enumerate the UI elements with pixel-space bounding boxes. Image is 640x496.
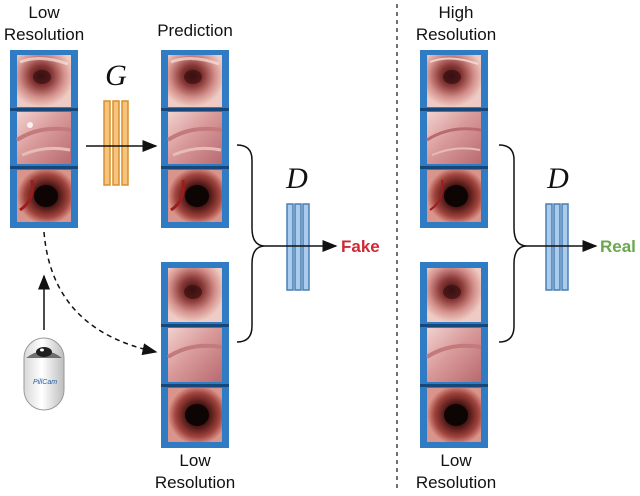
frame-column-low-resolution-input — [10, 50, 78, 228]
frame-column-prediction — [161, 50, 229, 228]
frame-image-2 — [426, 112, 482, 164]
label-high-resolution-line2: Resolution — [416, 25, 496, 44]
output-real-label: Real — [600, 237, 636, 256]
frame-image-2 — [166, 112, 223, 164]
generator-symbol: G — [105, 59, 127, 92]
frame-column-low-resolution-right — [420, 262, 488, 448]
frame-image-2 — [166, 328, 223, 382]
output-fake-label: Fake — [341, 237, 380, 256]
label-low-resolution-top-line1: Low — [28, 3, 60, 22]
frame-image-3 — [168, 170, 222, 222]
discriminator-left-symbol: D — [285, 162, 308, 195]
pillcam-capsule: PillCam — [23, 337, 65, 411]
frame-image-1 — [168, 268, 222, 322]
frame-image-3 — [427, 170, 481, 222]
frame-image-2 — [15, 112, 72, 164]
label-high-resolution-line1: High — [439, 3, 474, 22]
label-low-resolution-top-line2: Resolution — [4, 25, 84, 44]
label-prediction: Prediction — [157, 21, 233, 40]
frame-column-low-resolution-middle — [161, 262, 229, 448]
dashed-arrow-input-to-lowres — [43, 231, 158, 356]
discriminator-right-block — [545, 203, 569, 291]
label-low-resolution-bottom-line1: Low — [179, 451, 211, 470]
label-low-resolution-right-line2: Resolution — [416, 473, 496, 492]
discriminator-right-symbol: D — [546, 162, 569, 195]
label-low-resolution-right-line1: Low — [440, 451, 472, 470]
discriminator-left-block — [286, 203, 310, 291]
frame-image-1 — [427, 55, 481, 107]
frame-image-1 — [17, 55, 71, 107]
label-low-resolution-bottom-line2: Resolution — [155, 473, 235, 492]
brace-left-discriminator — [236, 144, 266, 343]
frame-image-3 — [17, 170, 71, 222]
capsule-brand-label: PillCam — [33, 379, 57, 386]
frame-image-1 — [427, 268, 481, 322]
frame-image-3 — [168, 388, 222, 442]
frame-image-1 — [168, 55, 222, 107]
brace-right-discriminator — [498, 144, 528, 343]
frame-column-high-resolution — [420, 50, 488, 228]
frame-image-2 — [425, 328, 482, 382]
generator-block — [103, 100, 129, 186]
frame-image-3 — [427, 388, 481, 442]
